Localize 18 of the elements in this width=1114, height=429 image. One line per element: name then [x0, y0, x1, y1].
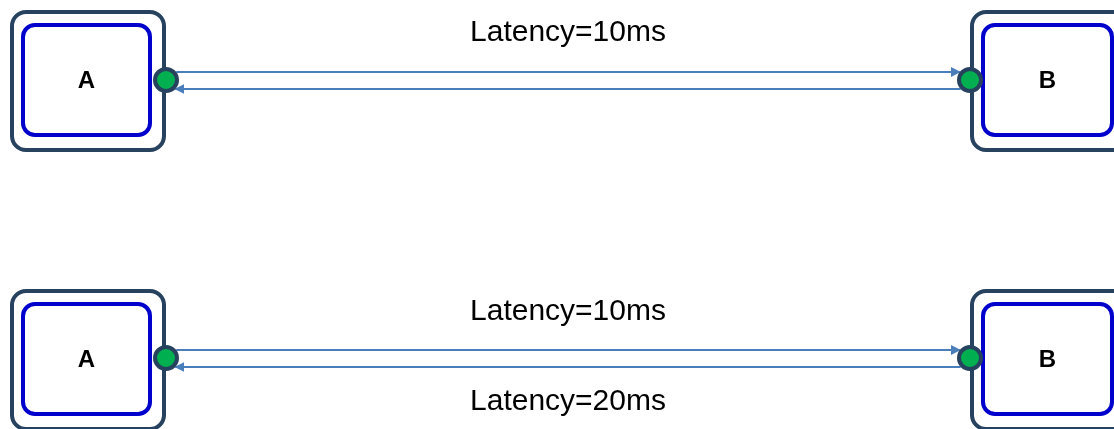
container-box	[970, 289, 1114, 429]
process-box	[21, 23, 152, 137]
arrow	[174, 84, 962, 94]
container-box	[970, 10, 1114, 152]
container-box	[10, 10, 166, 152]
arrow	[175, 345, 961, 355]
port-circle	[957, 67, 983, 93]
node-label: A	[77, 66, 96, 94]
arrow	[174, 362, 962, 372]
node-label: A	[77, 345, 96, 373]
process-box	[981, 302, 1114, 416]
container-box	[10, 289, 166, 429]
node-label: B	[1038, 66, 1057, 94]
process-box	[21, 302, 152, 416]
arrow	[175, 67, 961, 77]
port-circle	[957, 345, 983, 371]
node-label: B	[1038, 345, 1057, 373]
process-box	[981, 23, 1114, 137]
